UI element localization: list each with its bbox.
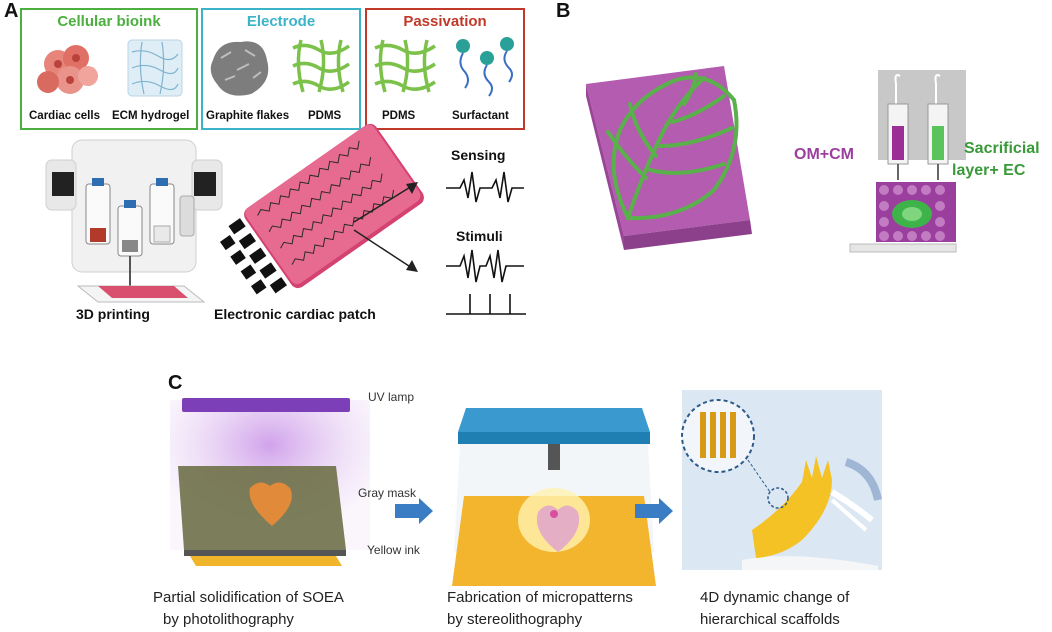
bioprinting-nozzles-illustration bbox=[849, 70, 966, 253]
graphite-flakes-icon bbox=[210, 41, 269, 96]
patch-output-arrows bbox=[353, 182, 418, 272]
cardiac-cells-label: Cardiac cells bbox=[29, 110, 100, 122]
3d-printer-illustration bbox=[45, 139, 223, 303]
sensing-label: Sensing bbox=[451, 147, 506, 163]
panel-letter-b: B bbox=[556, 0, 571, 22]
sacrificial-label-line1: Sacrificial bbox=[964, 140, 1040, 157]
om-cm-label: OM+CM bbox=[794, 146, 854, 163]
syringe-1-icon bbox=[85, 178, 111, 245]
step3-line2: hierarchical scaffolds bbox=[700, 611, 840, 628]
syringe-2-icon bbox=[117, 200, 143, 286]
panel-letter-c: C bbox=[168, 372, 183, 394]
photolithography-illustration bbox=[170, 398, 370, 566]
step1-line1: Partial solidification of SOEA bbox=[153, 589, 344, 606]
pdms-mesh-icon bbox=[292, 39, 351, 93]
surfactant-label: Surfactant bbox=[452, 110, 509, 122]
3d-printing-label: 3D printing bbox=[76, 306, 150, 322]
step-arrow-1 bbox=[395, 498, 433, 524]
sacrificial-label-line2: layer+ EC bbox=[952, 162, 1026, 179]
step-arrow-2 bbox=[635, 498, 673, 524]
step2-line1: Fabrication of micropatterns bbox=[447, 589, 633, 606]
cellular-bioink-illustration bbox=[37, 39, 183, 97]
passivation-illustration bbox=[374, 37, 514, 97]
electrode-box: Electrode bbox=[201, 8, 361, 130]
passivation-box: Passivation bbox=[365, 8, 525, 130]
cardiac-cells-icon bbox=[37, 45, 98, 94]
electrode-pdms-label: PDMS bbox=[308, 110, 342, 122]
pdms-mesh-icon bbox=[374, 39, 436, 93]
step2-line2: by stereolithography bbox=[447, 611, 583, 628]
step1-line2: by photolithography bbox=[163, 611, 294, 628]
passivation-pdms-label: PDMS bbox=[382, 110, 416, 122]
ecm-hydrogel-label: ECM hydrogel bbox=[112, 110, 190, 122]
cardiac-patch-illustration bbox=[219, 123, 424, 295]
panel-letter-a: A bbox=[4, 0, 19, 22]
cellular-bioink-title: Cellular bioink bbox=[57, 13, 161, 30]
sensing-signal-icon bbox=[446, 171, 524, 203]
cellular-bioink-box: Cellular bioink bbox=[20, 8, 198, 130]
yellow-ink-label: Yellow ink bbox=[367, 543, 420, 557]
ecm-hydrogel-icon bbox=[127, 39, 183, 97]
cardiac-patch-label: Electronic cardiac patch bbox=[214, 306, 376, 322]
stimuli-label: Stimuli bbox=[456, 228, 503, 244]
passivation-title: Passivation bbox=[403, 13, 487, 30]
electrode-title: Electrode bbox=[246, 13, 316, 30]
surfactant-icon bbox=[456, 37, 514, 97]
graphite-flakes-label: Graphite flakes bbox=[206, 110, 290, 122]
step3-caption: 4D dynamic change of hierarchical scaffo… bbox=[700, 587, 849, 631]
step2-caption: Fabrication of micropatterns by stereoli… bbox=[447, 587, 633, 631]
uv-lamp-label: UV lamp bbox=[368, 390, 415, 404]
syringe-3-icon bbox=[149, 178, 175, 245]
stereolithography-illustration bbox=[452, 408, 656, 586]
4d-scaffold-illustration bbox=[681, 390, 882, 570]
step3-line1: 4D dynamic change of bbox=[700, 589, 850, 606]
stimuli-signal-icon bbox=[446, 249, 526, 315]
electrode-illustration bbox=[210, 39, 351, 96]
gray-mask-label: Gray mask bbox=[358, 486, 417, 500]
step1-caption: Partial solidification of SOEA by photol… bbox=[153, 587, 344, 631]
leaf-scaffold-illustration bbox=[586, 66, 752, 250]
